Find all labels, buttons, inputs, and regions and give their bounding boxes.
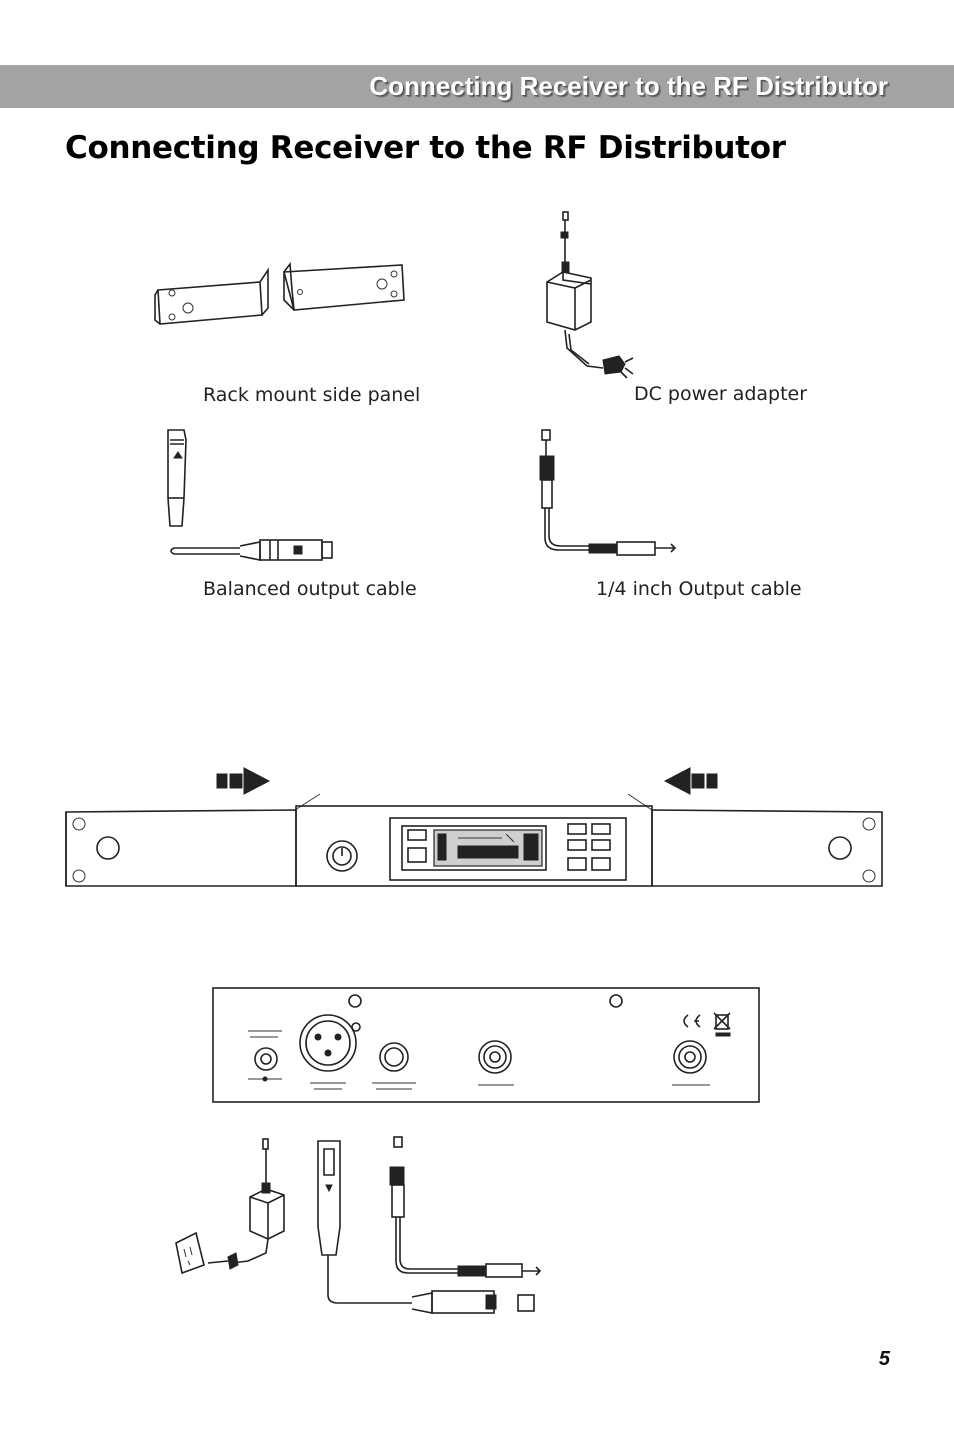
xlr-balanced-cable bbox=[317, 1140, 535, 1314]
wall-outlet bbox=[175, 1231, 205, 1275]
balanced-output-jack bbox=[299, 1014, 361, 1090]
receiver-front-panel-illustration bbox=[65, 793, 883, 887]
caption-rack-mount: Rack mount side panel bbox=[203, 384, 421, 406]
header-title: Connecting Receiver to the RF Distributo… bbox=[369, 71, 888, 101]
unbalanced-output-jack bbox=[372, 1042, 416, 1090]
dc-power-adapter-illustration bbox=[546, 211, 634, 379]
quarter-inch-cable-illustration bbox=[539, 429, 677, 556]
dc-adapter-plugged bbox=[207, 1138, 285, 1270]
ce-weee-marks bbox=[683, 1012, 731, 1037]
page-title: Connecting Receiver to the RF Distributo… bbox=[65, 130, 786, 166]
quarter-inch-cable-plugged bbox=[389, 1136, 542, 1278]
caption-balanced-cable: Balanced output cable bbox=[203, 578, 417, 600]
balanced-output-cable-illustration bbox=[167, 429, 333, 561]
antenna-b-connector bbox=[672, 1040, 710, 1086]
receiver-rear-panel-illustration bbox=[212, 987, 760, 1103]
header-bar: Connecting Receiver to the RF Distributo… bbox=[0, 65, 954, 108]
caption-dc-adapter: DC power adapter bbox=[634, 383, 808, 405]
receiver-body bbox=[295, 805, 653, 887]
dc-input-jack bbox=[248, 1030, 282, 1082]
left-pointing-arrow-icon bbox=[663, 767, 718, 795]
page-number: 5 bbox=[878, 1348, 890, 1370]
right-rack-bracket bbox=[282, 261, 405, 311]
right-rack-ear bbox=[651, 809, 883, 887]
rack-mount-side-panel-illustration bbox=[154, 261, 405, 325]
caption-quarter-inch-cable: 1/4 inch Output cable bbox=[596, 578, 802, 600]
left-rack-ear bbox=[65, 809, 297, 887]
left-rack-bracket bbox=[154, 267, 269, 325]
right-pointing-arrow-icon bbox=[216, 767, 271, 795]
connection-accessories-illustration bbox=[175, 1136, 542, 1314]
antenna-a-connector bbox=[478, 1040, 514, 1086]
